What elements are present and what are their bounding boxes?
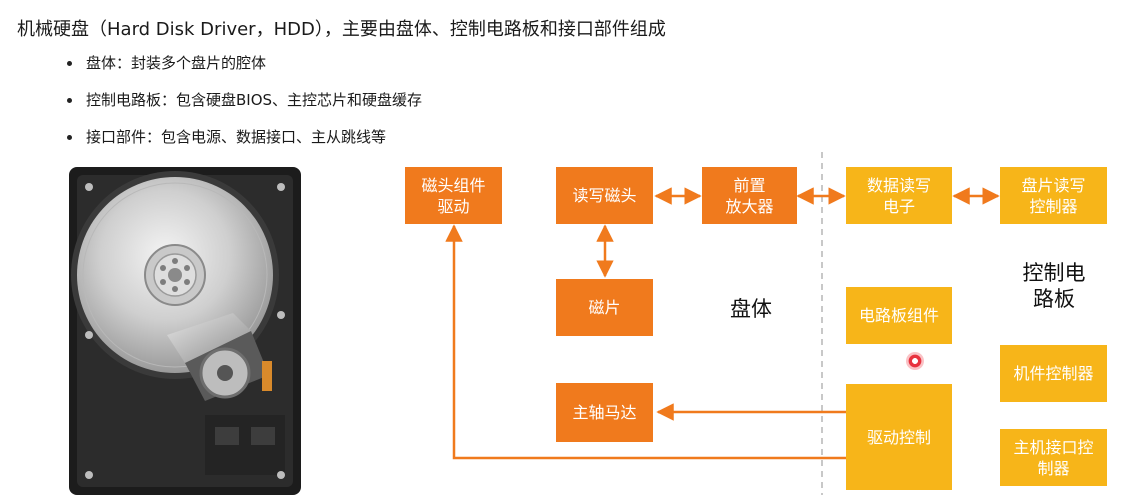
bullet-dot (67, 98, 72, 103)
region-label-control-board: 控制电 路板 (1022, 261, 1086, 311)
region-label-disk-body: 盘体 (730, 297, 772, 321)
bullet-item: 盘体：封装多个盘片的腔体 (62, 54, 422, 72)
bullet-item: 接口部件：包含电源、数据接口、主从跳线等 (62, 128, 422, 146)
box-head-actuator: 磁头组件 驱动 (405, 167, 502, 224)
bullet-list: 盘体：封装多个盘片的腔体 控制电路板：包含硬盘BIOS、主控芯片和硬盘缓存 接口… (62, 54, 422, 165)
box-preamp: 前置 放大器 (702, 167, 797, 224)
box-circuit-board-assembly: 电路板组件 (846, 287, 952, 344)
box-host-interface-controller: 主机接口控 制器 (1000, 429, 1107, 486)
laser-pointer-icon (906, 352, 924, 370)
box-spindle-motor: 主轴马达 (556, 383, 653, 442)
box-data-rw-electronics: 数据读写 电子 (846, 167, 952, 224)
bullet-text: 接口部件：包含电源、数据接口、主从跳线等 (86, 128, 387, 146)
box-platter: 磁片 (556, 279, 653, 336)
box-rw-head: 读写磁头 (556, 167, 653, 224)
arrow-drivectrl-headactuator (445, 224, 846, 460)
box-drive-control: 驱动控制 (846, 384, 952, 490)
bullet-text: 控制电路板：包含硬盘BIOS、主控芯片和硬盘缓存 (86, 91, 423, 109)
hard-disk-image (69, 167, 301, 495)
page-title: 机械硬盘（Hard Disk Driver，HDD），主要由盘体、控制电路板和接… (17, 19, 666, 40)
bullet-text: 盘体：封装多个盘片的腔体 (86, 54, 267, 72)
box-mechanism-controller: 机件控制器 (1000, 345, 1107, 402)
bullet-item: 控制电路板：包含硬盘BIOS、主控芯片和硬盘缓存 (62, 91, 422, 109)
bullet-dot (67, 61, 72, 66)
box-platter-rw-controller: 盘片读写 控制器 (1000, 167, 1107, 224)
bullet-dot (67, 135, 72, 140)
